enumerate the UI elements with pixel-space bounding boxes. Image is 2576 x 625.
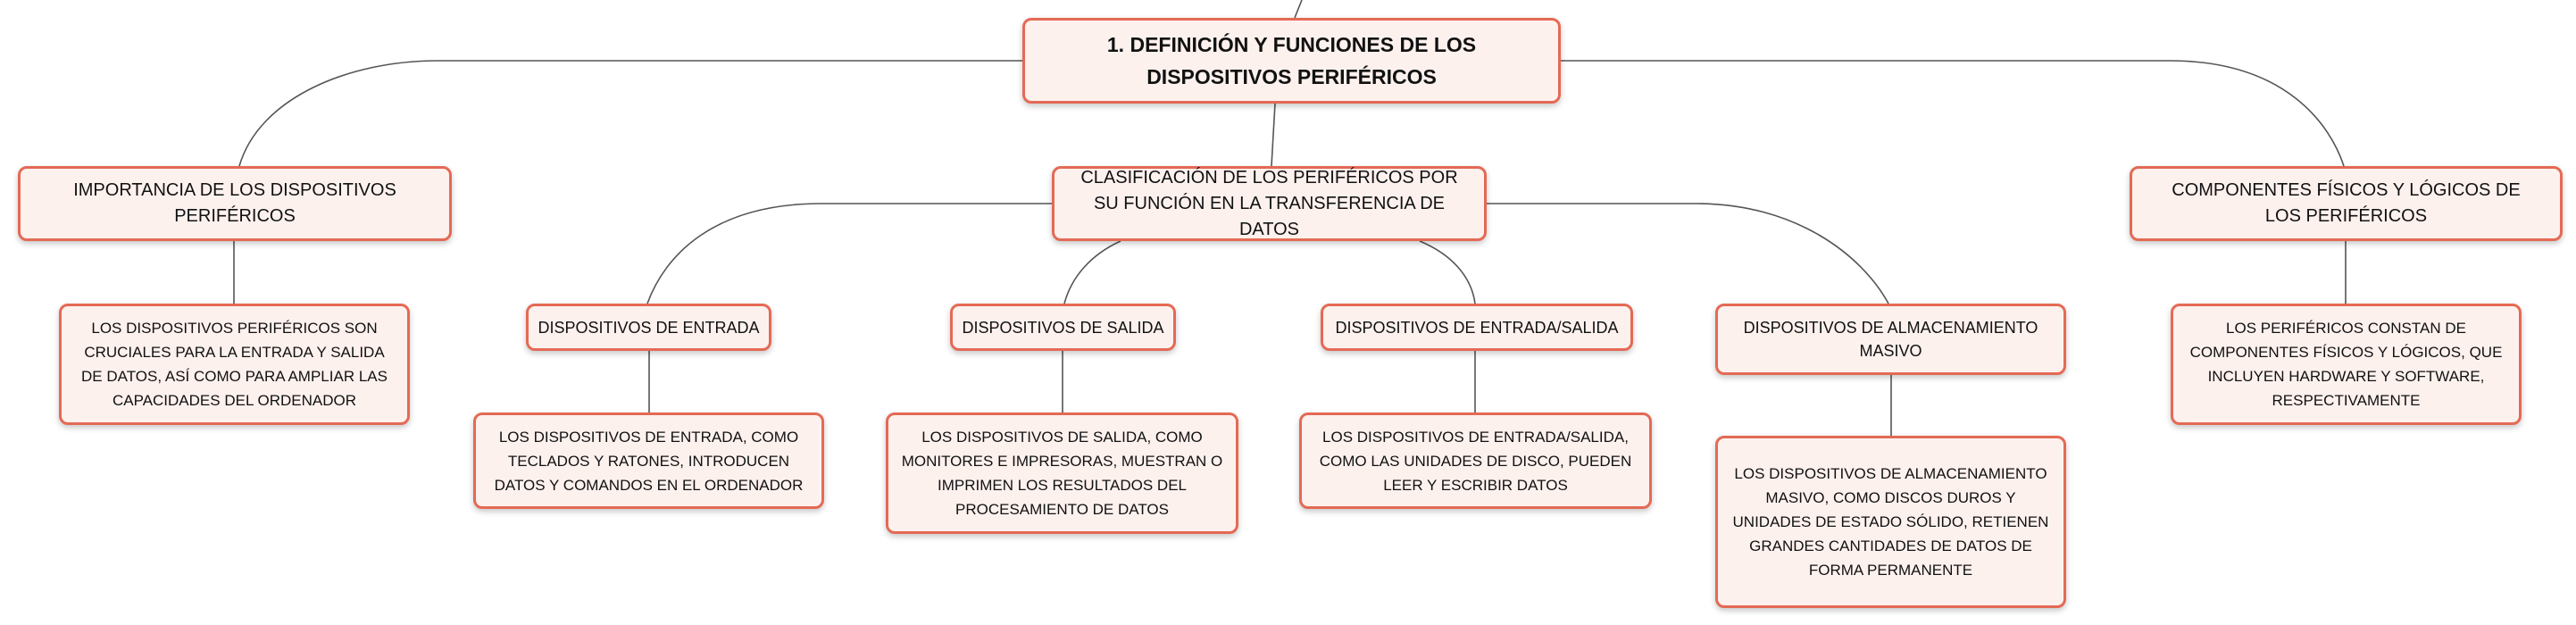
classification-node[interactable]: CLASIFICACIÓN DE LOS PERIFÉRICOS POR SU … — [1052, 166, 1487, 241]
entrada-salida-node[interactable]: DISPOSITIVOS DE ENTRADA/SALIDA — [1321, 304, 1633, 351]
components-label: COMPONENTES FÍSICOS Y LÓGICOS DE LOS PER… — [2172, 180, 2521, 226]
importance-label: IMPORTANCIA DE LOS DISPOSITIVOS PERIFÉRI… — [73, 180, 396, 226]
classification-label: CLASIFICACIÓN DE LOS PERIFÉRICOS POR SU … — [1080, 167, 1458, 239]
importance-node[interactable]: IMPORTANCIA DE LOS DISPOSITIVOS PERIFÉRI… — [18, 166, 452, 241]
connector-root-classification — [1271, 103, 1276, 167]
almacenamiento-label: DISPOSITIVOS DE ALMACENAMIENTO MASIVO — [1743, 319, 2038, 360]
connector-root-importance — [238, 60, 1025, 167]
connector-class-entrada — [646, 203, 1052, 304]
salida-label: DISPOSITIVOS DE SALIDA — [962, 318, 1164, 337]
components-node[interactable]: COMPONENTES FÍSICOS Y LÓGICOS DE LOS PER… — [2130, 166, 2563, 241]
entrada-salida-label: DISPOSITIVOS DE ENTRADA/SALIDA — [1335, 318, 1619, 337]
almacenamiento-detail-node[interactable]: LOS DISPOSITIVOS DE ALMACENAMIENTO MASIV… — [1715, 436, 2066, 608]
salida-detail-text: LOS DISPOSITIVOS DE SALIDA, COMO MONITOR… — [901, 429, 1223, 518]
almacenamiento-node[interactable]: DISPOSITIVOS DE ALMACENAMIENTO MASIVO — [1715, 304, 2066, 375]
connector-root-components — [1561, 60, 2345, 167]
root-label: 1. DEFINICIÓN Y FUNCIONES DE LOS DISPOSI… — [1106, 33, 1477, 88]
connector-class-es — [1419, 240, 1476, 304]
root-node[interactable]: 1. DEFINICIÓN Y FUNCIONES DE LOS DISPOSI… — [1022, 18, 1561, 104]
salida-node[interactable]: DISPOSITIVOS DE SALIDA — [950, 304, 1176, 351]
almacenamiento-detail-text: LOS DISPOSITIVOS DE ALMACENAMIENTO MASIV… — [1732, 465, 2049, 579]
entrada-node[interactable]: DISPOSITIVOS DE ENTRADA — [526, 304, 771, 351]
connector-incoming — [1294, 0, 1303, 19]
connector-class-almac — [1487, 203, 1889, 304]
entrada-detail-node[interactable]: LOS DISPOSITIVOS DE ENTRADA, COMO TECLAD… — [473, 412, 824, 509]
components-detail-node[interactable]: LOS PERIFÉRICOS CONSTAN DE COMPONENTES F… — [2171, 304, 2522, 425]
connector-class-salida — [1063, 240, 1121, 304]
entrada-label: DISPOSITIVOS DE ENTRADA — [538, 318, 760, 337]
entrada-salida-detail-node[interactable]: LOS DISPOSITIVOS DE ENTRADA/SALIDA, COMO… — [1299, 412, 1652, 509]
entrada-salida-detail-text: LOS DISPOSITIVOS DE ENTRADA/SALIDA, COMO… — [1319, 428, 1632, 494]
salida-detail-node[interactable]: LOS DISPOSITIVOS DE SALIDA, COMO MONITOR… — [886, 412, 1238, 534]
entrada-detail-text: LOS DISPOSITIVOS DE ENTRADA, COMO TECLAD… — [494, 428, 804, 494]
importance-detail-text: LOS DISPOSITIVOS PERIFÉRICOS SON CRUCIAL… — [81, 320, 388, 409]
components-detail-text: LOS PERIFÉRICOS CONSTAN DE COMPONENTES F… — [2189, 320, 2503, 409]
importance-detail-node[interactable]: LOS DISPOSITIVOS PERIFÉRICOS SON CRUCIAL… — [59, 304, 410, 425]
